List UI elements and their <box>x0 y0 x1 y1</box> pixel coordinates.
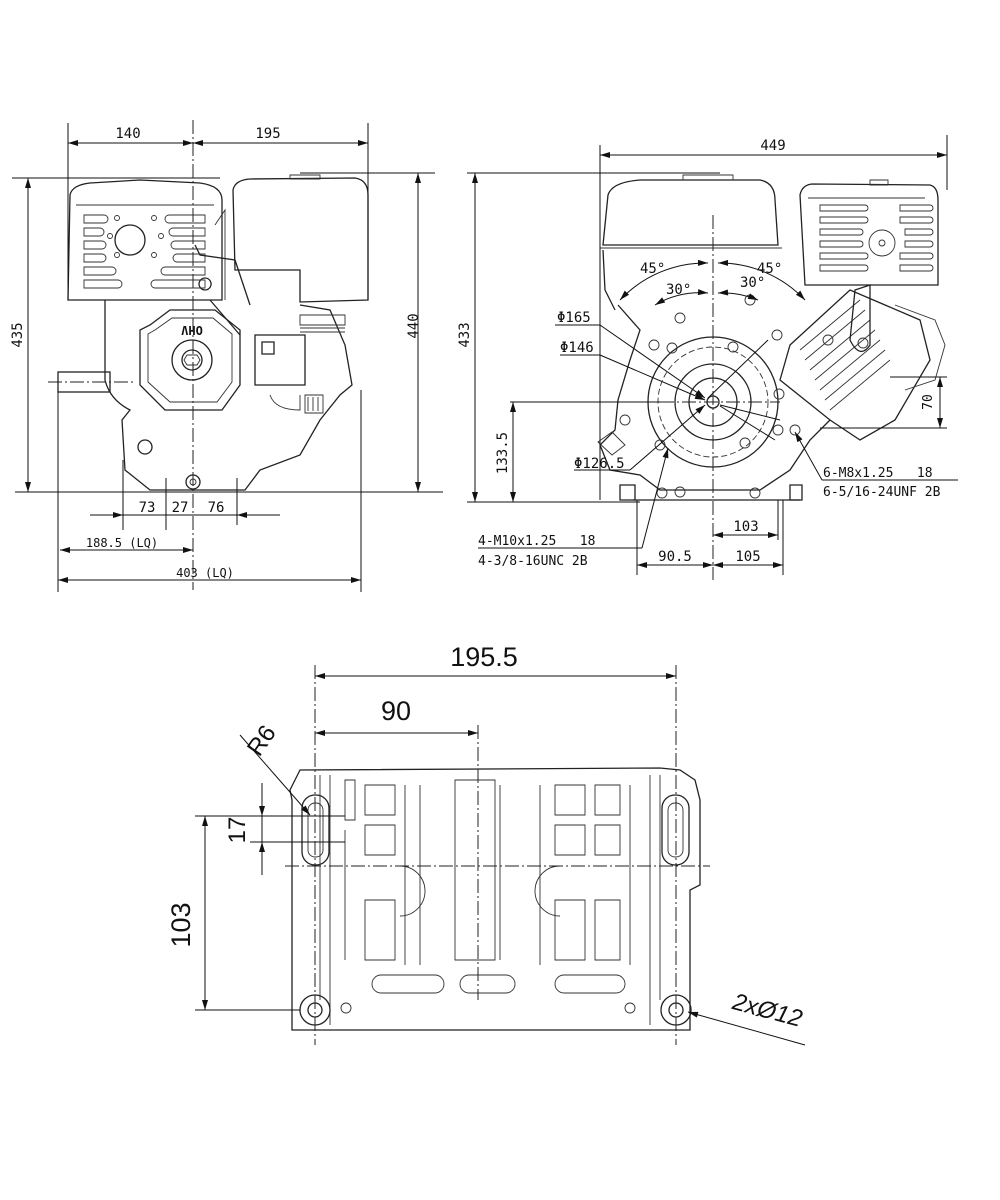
engine-body: OHV <box>57 208 353 491</box>
dim-440: 440 <box>406 313 422 338</box>
fuel-tank <box>232 174 369 303</box>
dim-103-base: 103 <box>166 902 196 947</box>
fuel-tank-side <box>600 174 782 311</box>
angle-30-right: 30° <box>740 275 765 291</box>
diameter-126-5: Φ126.5 <box>574 456 625 472</box>
dim-90-5: 90.5 <box>658 549 692 565</box>
dim-r6: R6 <box>242 720 282 761</box>
dim-103-side: 103 <box>733 519 758 535</box>
dim-133-5: 133.5 <box>495 432 511 474</box>
dim-403-lq: 403 (LQ) <box>176 566 234 580</box>
dim-188-5-lq: 188.5 (LQ) <box>86 536 158 550</box>
dim-195: 195 <box>255 126 280 142</box>
dim-140: 140 <box>115 126 140 142</box>
thread-spec-m8: 6-M8x1.25 18 <box>823 466 933 481</box>
dim-435: 435 <box>10 322 26 347</box>
thread-spec-m10: 4-M10x1.25 18 <box>478 534 595 549</box>
side-view: 449 433 133.5 70 103 90.5 105 Φ165 Φ146 … <box>457 135 958 580</box>
dim-90: 90 <box>381 696 411 726</box>
dim-195-5: 195.5 <box>450 642 518 672</box>
thread-spec-unc: 4-3/8-16UNC 2B <box>478 554 588 569</box>
angle-45-right: 45° <box>757 261 782 277</box>
ohv-logo-text: OHV <box>181 323 203 337</box>
diameter-165: Φ165 <box>557 310 591 326</box>
fan-cover <box>67 179 223 301</box>
dim-449: 449 <box>760 138 785 154</box>
dim-17: 17 <box>224 817 251 844</box>
base-view: 195.5 90 R6 17 103 2xØ12 <box>166 642 806 1046</box>
dim-433: 433 <box>457 322 473 347</box>
angle-45-left: 45° <box>640 261 665 277</box>
dim-2x-d12: 2xØ12 <box>729 988 805 1033</box>
diameter-146: Φ146 <box>560 340 594 356</box>
fan-cover-side <box>799 179 939 286</box>
thread-spec-unf: 6-5/16-24UNF 2B <box>823 485 941 500</box>
dim-105: 105 <box>735 549 760 565</box>
base-plate <box>289 767 701 1031</box>
dim-27: 27 <box>172 500 189 516</box>
dim-76: 76 <box>208 500 225 516</box>
front-view: OHV <box>10 120 443 592</box>
dim-70: 70 <box>921 394 936 410</box>
dim-73: 73 <box>139 500 156 516</box>
angle-30-left: 30° <box>666 282 691 298</box>
